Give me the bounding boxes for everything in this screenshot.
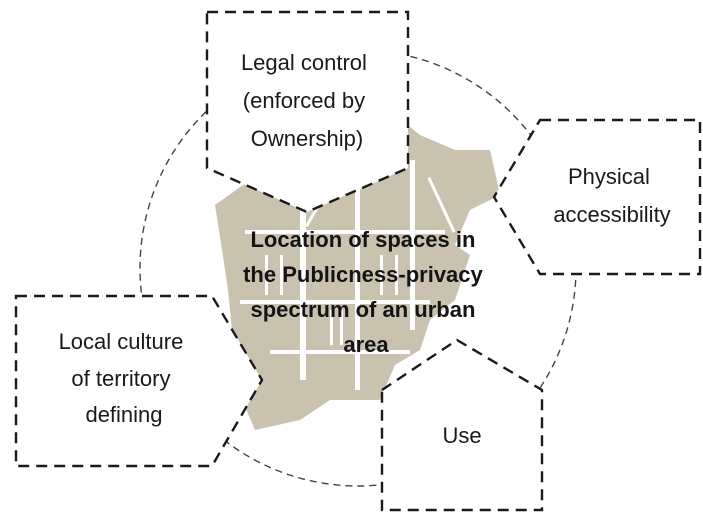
center-line-3: spectrum of an urban [250, 297, 475, 322]
culture-line-3: defining [85, 402, 162, 427]
use-line-1: Use [442, 423, 481, 448]
legal-line-2: (enforced by [243, 88, 365, 113]
local-culture-label: Local culture of territory defining [59, 329, 190, 427]
center-line-2: the Publicness-privacy [243, 262, 483, 287]
legal-control-box: Legal control (enforced by Ownership) [205, 10, 410, 214]
center-label: Location of spaces in the Publicness-pri… [243, 227, 489, 357]
center-line-4: area [343, 332, 389, 357]
physical-accessibility-box: Physical accessibility [492, 118, 702, 276]
physical-line-2: accessibility [553, 202, 670, 227]
local-culture-box: Local culture of territory defining [14, 294, 264, 468]
culture-line-1: Local culture [59, 329, 184, 354]
physical-line-1: Physical [568, 164, 650, 189]
legal-line-3: Ownership) [251, 126, 363, 151]
legal-line-1: Legal control [241, 50, 367, 75]
legal-control-label: Legal control (enforced by Ownership) [241, 50, 373, 151]
use-box: Use [380, 338, 544, 512]
use-label: Use [442, 423, 481, 448]
culture-line-2: of territory [71, 366, 170, 391]
center-line-1: Location of spaces in [250, 227, 475, 252]
physical-accessibility-label: Physical accessibility [553, 164, 670, 227]
